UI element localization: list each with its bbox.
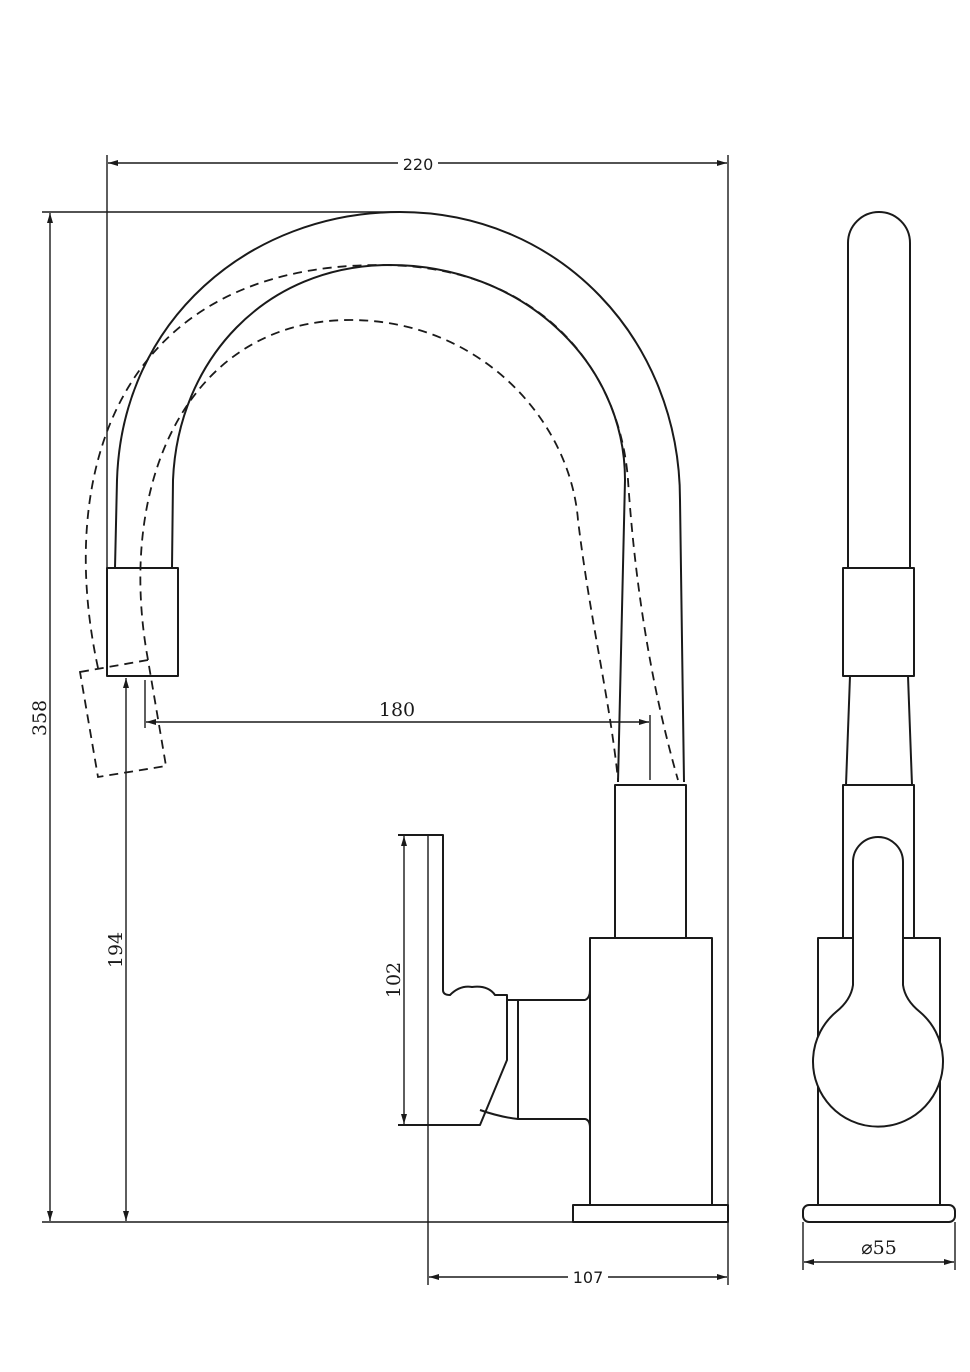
dim-overall-width: 220 bbox=[403, 155, 434, 174]
dim-base-diameter: ⌀55 bbox=[861, 1237, 897, 1259]
side-base-plate bbox=[802, 1204, 956, 1223]
spout-outer-edge bbox=[114, 211, 685, 783]
dim-handle-height: 102 bbox=[383, 962, 405, 998]
front-view bbox=[78, 211, 729, 1223]
pulled-spray-head-dashed bbox=[78, 658, 168, 779]
side-stem-upper bbox=[845, 675, 913, 786]
dim-overall-height: 358 bbox=[29, 700, 51, 736]
side-spout bbox=[847, 211, 911, 568]
side-spray-head bbox=[842, 567, 915, 677]
base-plate bbox=[572, 1204, 729, 1223]
side-view bbox=[802, 211, 956, 1223]
lower-stem bbox=[614, 784, 687, 939]
faucet-body bbox=[589, 937, 713, 1206]
dim-spout-reach: 180 bbox=[379, 699, 415, 721]
side-handle bbox=[812, 836, 944, 1128]
dim-body-depth: 107 bbox=[573, 1268, 604, 1287]
handle-connector bbox=[479, 989, 591, 1129]
handle-lever bbox=[398, 834, 508, 1126]
pulled-spout-inner-dashed bbox=[139, 319, 619, 781]
dim-outlet-height: 194 bbox=[105, 932, 127, 968]
dimensions: 220 358 180 194 102 107 ⌀55 bbox=[29, 152, 956, 1288]
spray-head bbox=[106, 567, 179, 677]
